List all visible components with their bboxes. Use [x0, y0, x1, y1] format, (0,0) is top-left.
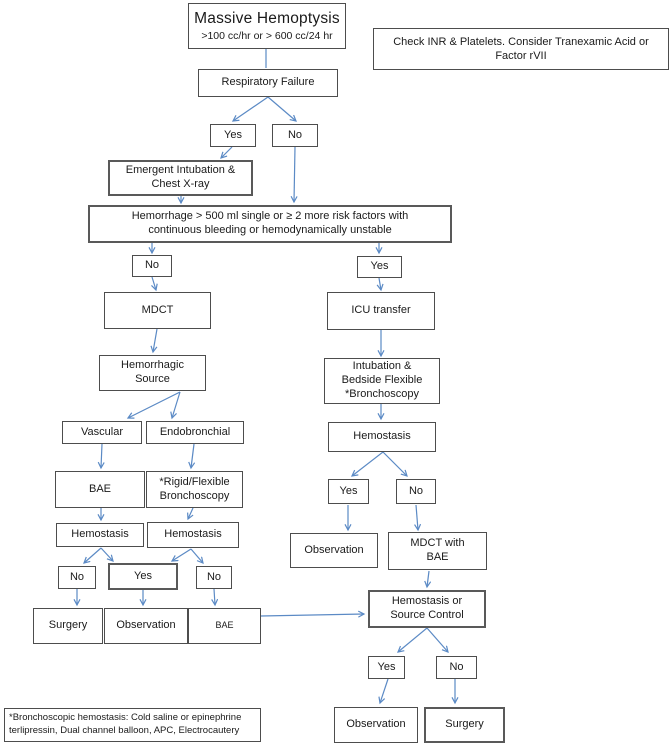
- node-label: Hemostasis: [164, 528, 222, 541]
- node-mdct: MDCT: [104, 292, 211, 329]
- node-label: Intubation &: [352, 360, 412, 373]
- node-respiratory-failure: Respiratory Failure: [198, 69, 338, 97]
- node-bae: BAE: [55, 471, 145, 508]
- node-left-yes: Yes: [108, 563, 178, 590]
- node-label: Observation: [304, 543, 364, 556]
- node-label: Observation: [116, 619, 176, 632]
- node-label: No: [408, 484, 424, 497]
- node-label: No: [287, 128, 303, 141]
- node-label: Chest X-ray: [151, 178, 210, 190]
- node-label: No: [206, 570, 222, 583]
- node-label: Endobronchial: [159, 425, 231, 438]
- node-emergent-intubation: Emergent Intubation & Chest X-ray: [108, 160, 253, 196]
- note-line: Check INR & Platelets. Consider Tranexam…: [393, 35, 649, 48]
- node-label: Hemostasis: [71, 528, 129, 541]
- node-observation-bottom: Observation: [334, 707, 418, 743]
- node-label: No: [69, 570, 85, 583]
- node-label: Yes: [377, 660, 396, 673]
- node-label: No: [144, 259, 160, 272]
- node-label: Bedside Flexible: [341, 374, 423, 387]
- footnote-line: *Bronchoscopic hemostasis: Cold saline o…: [9, 712, 242, 724]
- node-label: No: [449, 660, 464, 673]
- node-hemostasis-right-no: No: [396, 479, 436, 504]
- node-final-yes: Yes: [368, 656, 405, 679]
- node-check-inr-note: Check INR & Platelets. Consider Tranexam…: [373, 28, 669, 70]
- node-observation-left: Observation: [104, 608, 188, 644]
- node-rigid-flexible-bronchoscopy: *Rigid/Flexible Bronchoscopy: [146, 471, 243, 508]
- node-left-no-2: No: [196, 566, 232, 589]
- node-icu-transfer: ICU transfer: [327, 292, 435, 330]
- node-label: *Bronchoscopy: [345, 387, 419, 400]
- node-label: Hemostasis: [353, 430, 411, 443]
- node-label: Yes: [224, 128, 242, 141]
- node-hemorrhagic-source: Hemorrhagic Source: [99, 355, 206, 391]
- footnote-box: *Bronchoscopic hemostasis: Cold saline o…: [4, 708, 261, 742]
- node-label: ICU transfer: [351, 304, 411, 317]
- node-label: MDCT with: [410, 537, 465, 550]
- node-massive-hemoptysis: Massive Hemoptysis >100 cc/hr or > 600 c…: [188, 3, 346, 49]
- node-label: Source: [135, 373, 170, 385]
- node-label: BAE: [426, 551, 449, 563]
- node-label: Surgery: [445, 718, 484, 731]
- node-endobronchial: Endobronchial: [146, 421, 244, 444]
- node-label: Emergent Intubation &: [125, 164, 236, 177]
- node-bae-small: BAE: [188, 608, 261, 644]
- node-intubation-bedside-bronchoscopy: Intubation & Bedside Flexible *Bronchosc…: [324, 358, 440, 404]
- node-label: Respiratory Failure: [221, 76, 315, 89]
- node-hemostasis-right-yes: Yes: [328, 479, 369, 504]
- node-criteria-yes: Yes: [357, 256, 402, 278]
- node-rf-yes: Yes: [210, 124, 256, 147]
- node-label: Hemorrhagic: [121, 359, 184, 372]
- node-rf-no: No: [272, 124, 318, 147]
- node-title: Massive Hemoptysis: [194, 10, 340, 28]
- node-criteria-no: No: [132, 255, 172, 277]
- node-final-no: No: [436, 656, 477, 679]
- node-vascular: Vascular: [62, 421, 142, 444]
- node-surgery-bottom: Surgery: [424, 707, 505, 743]
- node-label: Source Control: [390, 609, 464, 621]
- node-label: BAE: [88, 482, 111, 495]
- note-line: Factor rVII: [495, 50, 547, 62]
- node-label: Observation: [346, 718, 406, 731]
- node-label: Vascular: [81, 425, 123, 438]
- node-hemostasis-source-control: Hemostasis or Source Control: [368, 590, 486, 628]
- node-label: *Rigid/Flexible: [159, 475, 230, 488]
- node-hemostasis-left-1: Hemostasis: [56, 523, 144, 547]
- node-label: Bronchoscopy: [159, 489, 230, 502]
- node-mdct-with-bae: MDCT with BAE: [388, 532, 487, 570]
- node-label: MDCT: [141, 303, 174, 316]
- footnote-line: terlipressin, Dual channel balloon, APC,…: [9, 725, 240, 736]
- node-hemorrhage-criteria: Hemorrhage > 500 ml single or ≥ 2 more r…: [88, 205, 452, 243]
- node-label: Yes: [134, 569, 152, 582]
- node-hemostasis-left-2: Hemostasis: [147, 522, 239, 548]
- node-label: Hemostasis or: [391, 595, 463, 608]
- node-hemostasis-right: Hemostasis: [328, 422, 436, 452]
- node-label: Hemorrhage > 500 ml single or ≥ 2 more r…: [131, 210, 409, 223]
- node-observation-right: Observation: [290, 533, 378, 568]
- node-label: BAE: [215, 620, 234, 631]
- node-left-no-1: No: [58, 566, 96, 589]
- node-label: continuous bleeding or hemodynamically u…: [148, 224, 392, 236]
- node-surgery-left: Surgery: [33, 608, 103, 644]
- node-label: Yes: [370, 260, 389, 273]
- node-subtitle: >100 cc/hr or > 600 cc/24 hr: [201, 29, 333, 42]
- node-label: Yes: [339, 484, 358, 497]
- node-label: Surgery: [48, 619, 88, 632]
